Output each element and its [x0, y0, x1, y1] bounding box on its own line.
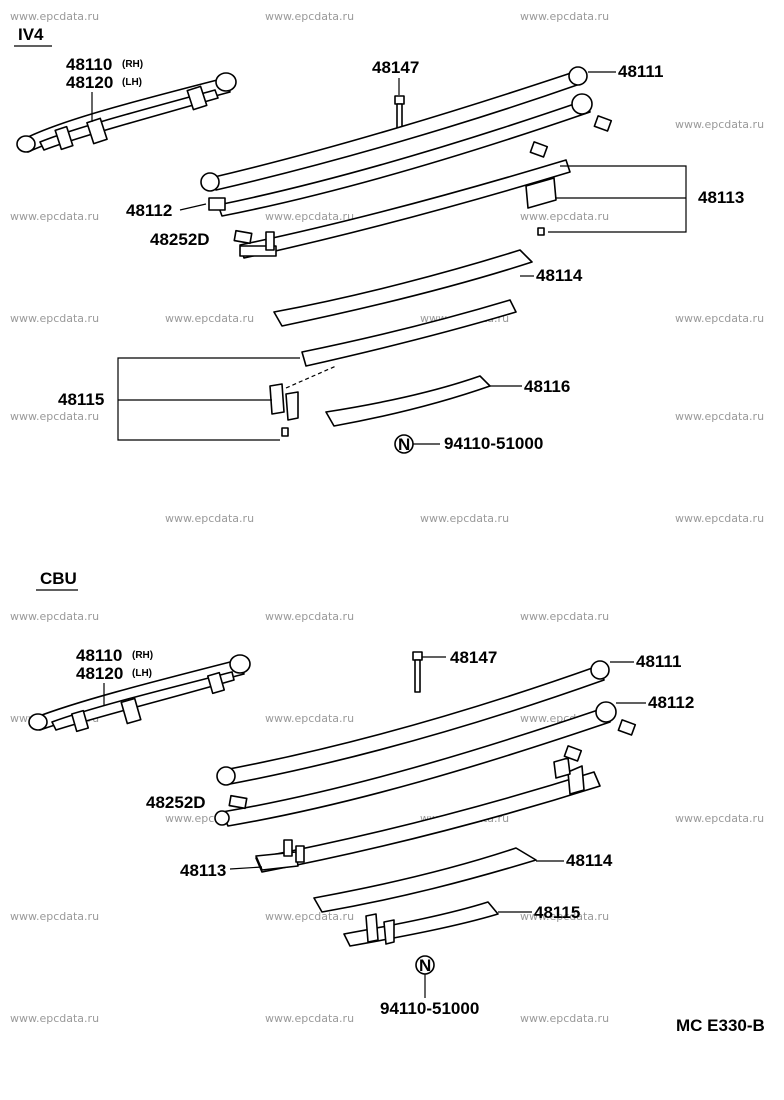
label-clip-no1: 48113: [180, 861, 226, 880]
leader-leaf-no2: [179, 203, 207, 211]
leaf-no1-icon: [216, 660, 610, 786]
label-clip-no1: 48113: [698, 188, 744, 207]
leaf-no4-icon: [343, 901, 499, 947]
watermark: www.epcdata.ru: [675, 312, 764, 325]
leaf-no1-icon: [200, 66, 588, 192]
label-rivet: 94110-51000: [444, 434, 543, 453]
label-side-rh: (RH): [132, 650, 153, 661]
leaf-no2-icon: [214, 701, 617, 827]
label-bolt: 48147: [450, 648, 497, 667]
section-iv4: IV4 48110 (RH) 48120 (LH) 48147: [14, 25, 744, 454]
watermark: www.epcdata.ru: [10, 10, 99, 23]
label-rivet: 94110-51000: [380, 999, 479, 1018]
center-bolt-icon: [412, 651, 423, 693]
section-title: IV4: [18, 25, 44, 44]
spring-pad-icon: [593, 115, 613, 132]
watermark: www.epcdata.ru: [10, 410, 99, 423]
watermark: www.epcdata.ru: [265, 712, 354, 725]
watermark: www.epcdata.ru: [10, 910, 99, 923]
leaf-spring-assembly-icon: [28, 654, 251, 733]
leader-clip-no1: [229, 866, 263, 870]
leaf-no3-icon: [273, 249, 533, 327]
label-spacer: 48252D: [150, 230, 210, 249]
label-assy-lh: 48120: [66, 73, 113, 92]
label-side-lh: (LH): [132, 668, 152, 679]
watermark: www.epcdata.ru: [520, 610, 609, 623]
label-assy-rh: 48110: [66, 55, 112, 74]
note-symbol: N: [419, 956, 431, 975]
watermark: www.epcdata.ru: [520, 910, 609, 923]
leaf-end-pad-icon: [208, 197, 226, 211]
label-side-rh: (RH): [122, 59, 143, 70]
spacer-icon: [233, 229, 253, 245]
watermark: www.epcdata.ru: [520, 10, 609, 23]
watermark: www.epcdata.ru: [10, 210, 99, 223]
watermark: www.epcdata.ru: [520, 1012, 609, 1025]
spring-pad-icon: [617, 719, 637, 736]
dashed-guide: [285, 365, 337, 389]
label-leaf-no1: 48111: [618, 62, 663, 81]
watermark: www.epcdata.ru: [265, 1012, 354, 1025]
label-leaf-no2: 48112: [648, 693, 694, 712]
bracket-clip-no2: [117, 357, 300, 441]
label-side-lh: (LH): [122, 77, 142, 88]
bracket-clip-no1: [548, 165, 687, 233]
label-spacer: 48252D: [146, 793, 206, 812]
label-leaf-no1: 48111: [636, 652, 681, 671]
spring-pad-icon: [563, 745, 583, 762]
label-assy-lh: 48120: [76, 664, 123, 683]
watermark: www.epcdata.ru: [675, 410, 764, 423]
footer-code: MC E330-B: [676, 1016, 765, 1035]
section-cbu: CBU 48110 (RH) 48120 (LH) 48147: [28, 569, 694, 1018]
watermark: www.epcdata.ru: [265, 10, 354, 23]
watermark: www.epcdata.ru: [265, 210, 354, 223]
leaf-with-clip-icon: [255, 757, 601, 873]
label-leaf-no4: 48116: [524, 377, 570, 396]
label-clip-no2: 48115: [58, 390, 104, 409]
watermark: www.epcdata.ru: [675, 118, 764, 131]
label-leaf-no4: 48115: [534, 903, 580, 922]
watermark: www.epcdata.ru: [165, 312, 254, 325]
leaf-clip-no2-icon: [269, 299, 517, 437]
watermark: www.epcdata.ru: [165, 512, 254, 525]
leaf-no3-icon: [313, 847, 537, 913]
watermark: www.epcdata.ru: [10, 610, 99, 623]
watermark: www.epcdata.ru: [265, 610, 354, 623]
watermark: www.epcdata.ru: [10, 1012, 99, 1025]
label-leaf-no2: 48112: [126, 201, 172, 220]
leaf-with-clip-icon: [239, 159, 571, 259]
watermark: www.epcdata.ru: [265, 910, 354, 923]
leaf-no2-icon: [217, 93, 593, 217]
spacer-icon: [228, 794, 248, 810]
label-leaf-no3: 48114: [566, 851, 613, 870]
watermark: www.epcdata.ru: [675, 512, 764, 525]
label-assy-rh: 48110: [76, 646, 122, 665]
leaf-spring-assembly-icon: [16, 72, 237, 153]
leaf-no4-icon: [325, 375, 491, 427]
watermark: www.epcdata.ru: [10, 312, 99, 325]
label-bolt: 48147: [372, 58, 419, 77]
watermark: www.epcdata.ru: [520, 210, 609, 223]
note-symbol: N: [398, 435, 410, 454]
watermark: www.epcdata.ru: [675, 812, 764, 825]
label-leaf-no3: 48114: [536, 266, 583, 285]
section-title: CBU: [40, 569, 77, 588]
spring-pad-icon: [529, 141, 549, 158]
watermark: www.epcdata.ru: [420, 512, 509, 525]
